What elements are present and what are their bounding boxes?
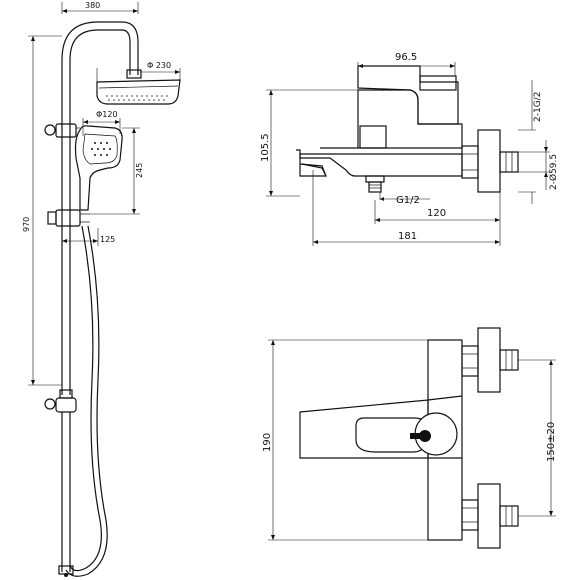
connection-thread-label: 2-1G/2: [533, 92, 543, 122]
outlet-thread-callout: G1/2: [379, 192, 430, 206]
total-length-label: 181: [398, 231, 417, 242]
upper-wall-connection: [461, 327, 519, 393]
bracket-offset-dimension: 125: [61, 228, 115, 246]
center-distance-label: 150±20: [546, 422, 557, 462]
total-length-dimension: 181: [312, 170, 501, 246]
hand-shower: [74, 125, 123, 211]
overhead-shower-head: Φ 230: [96, 61, 181, 105]
handle-length-label: 96.5: [395, 52, 417, 63]
head-diameter-label: Φ 230: [147, 61, 171, 70]
arm-reach-label: 380: [85, 1, 100, 10]
lower-wall-connection: [461, 483, 519, 549]
mixer-body: [299, 89, 463, 177]
body-height-dimension: 190: [262, 339, 428, 541]
arm-reach-dimension: 380: [61, 1, 139, 14]
hand-shower-nozzles: [91, 142, 111, 156]
hand-shower-holder: [47, 209, 90, 227]
hand-shower-diameter-label: Φ120: [96, 110, 118, 119]
lower-pipe: [58, 425, 74, 577]
outlet-connection: [365, 175, 385, 193]
wall-connection: [461, 129, 519, 193]
center-distance-dimension: 150±20: [518, 359, 557, 517]
handle-length-dimension: 96.5: [357, 52, 456, 76]
head-nozzles: [106, 95, 170, 101]
connection-diameter-label: 2-Ø59.5: [548, 154, 559, 190]
bracket-offset-label: 125: [100, 235, 115, 244]
shower-column-drawing: 380 Φ 230: [22, 1, 181, 577]
riser-pipe: [61, 21, 139, 395]
shower-hose: [65, 225, 108, 577]
mixer-handle: [357, 65, 459, 125]
mixer-height-dimension: 105.5: [260, 89, 358, 197]
total-height-dimension: 970: [22, 35, 62, 386]
mixer-height-label: 105.5: [260, 133, 271, 162]
diverter-valve: [44, 389, 77, 425]
hand-shower-diameter-dimension: Φ120: [82, 110, 121, 136]
hand-shower-length-label: 245: [135, 163, 144, 178]
front-handle: [355, 412, 458, 456]
hand-shower-length-dimension: 245: [90, 127, 144, 215]
upper-slider-bracket: [44, 123, 80, 138]
outlet-reach-dimension: 120: [374, 192, 501, 224]
connection-dimensions: 2-1G/2 2-Ø59.5: [518, 80, 559, 204]
mixer-front-view-drawing: 190: [262, 327, 557, 549]
outlet-reach-label: 120: [427, 208, 446, 219]
outlet-thread-label: G1/2: [396, 195, 420, 206]
total-height-label: 970: [22, 217, 31, 232]
body-height-label: 190: [262, 433, 273, 452]
mixer-side-view-drawing: 96.5 G1/2: [260, 52, 559, 246]
